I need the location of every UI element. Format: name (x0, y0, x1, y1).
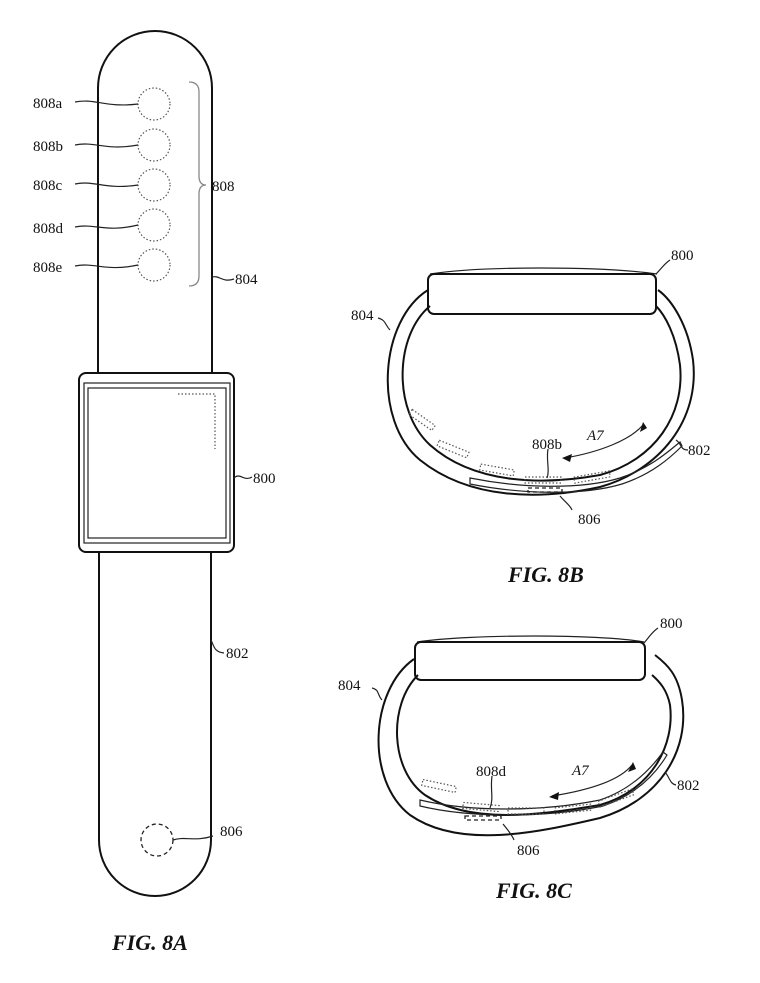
watch-top-curve (416, 635, 645, 643)
sensor-slots (407, 408, 611, 484)
fig-8a: 808a 808b 808c 808d 808e 808 804 800 802… (33, 30, 276, 955)
fig-8c-caption: FIG. 8C (495, 878, 572, 903)
label-802: 802 (677, 778, 700, 794)
band-inner (396, 674, 672, 816)
sensor-808e (137, 248, 171, 282)
label-a7: A7 (586, 428, 605, 444)
sensor-group-brace (188, 81, 207, 287)
label-808b: 808b (33, 139, 63, 155)
label-808a: 808a (33, 96, 63, 112)
label-806: 806 (220, 824, 243, 840)
lower-band-outline (98, 553, 212, 897)
motion-arrow-a7 (551, 764, 633, 797)
watch-body-side (414, 641, 646, 681)
label-804: 804 (351, 308, 374, 324)
label-806: 806 (578, 512, 601, 528)
sensor-808d (137, 208, 171, 242)
label-800: 800 (660, 616, 683, 632)
label-800: 800 (671, 248, 694, 264)
fig-8a-caption: FIG. 8A (111, 930, 188, 955)
label-808c: 808c (33, 178, 63, 194)
label-a7: A7 (571, 763, 590, 779)
label-808b: 808b (532, 437, 562, 453)
watch-body (78, 372, 235, 553)
band-outer (377, 654, 685, 837)
band-outer (386, 289, 695, 496)
watch-display (87, 387, 227, 539)
label-808: 808 (212, 179, 235, 195)
clasp-806 (140, 823, 174, 857)
fig-8b: A7 800 804 802 808b 806 FIG. 8B (351, 248, 711, 587)
band-overlap (419, 751, 668, 816)
fig-8c: A7 800 804 802 808d 806 FIG. 8C (338, 616, 700, 903)
clasp-806-side (464, 815, 502, 821)
upper-band-outline (97, 30, 213, 372)
motion-arrow-a7 (564, 424, 644, 459)
sensor-808b (137, 128, 171, 162)
clasp-806-side (527, 487, 563, 493)
label-808d: 808d (33, 221, 64, 237)
label-800: 800 (253, 471, 276, 487)
display-dotted-corner (178, 393, 216, 449)
label-802: 802 (688, 443, 711, 459)
watch-body-side (427, 273, 657, 315)
band-inner (401, 305, 682, 482)
band-overlap (469, 441, 683, 493)
label-806: 806 (517, 843, 540, 859)
label-802: 802 (226, 646, 249, 662)
sensor-808a (137, 87, 171, 121)
fig-8b-caption: FIG. 8B (507, 562, 584, 587)
label-804: 804 (235, 272, 258, 288)
sensor-array (137, 87, 171, 282)
watch-top-curve (429, 267, 658, 275)
sensor-slots (421, 778, 635, 815)
label-804: 804 (338, 678, 361, 694)
sensor-808c (137, 168, 171, 202)
label-808d: 808d (476, 764, 507, 780)
label-808e: 808e (33, 260, 63, 276)
watch-bezel (83, 382, 231, 544)
